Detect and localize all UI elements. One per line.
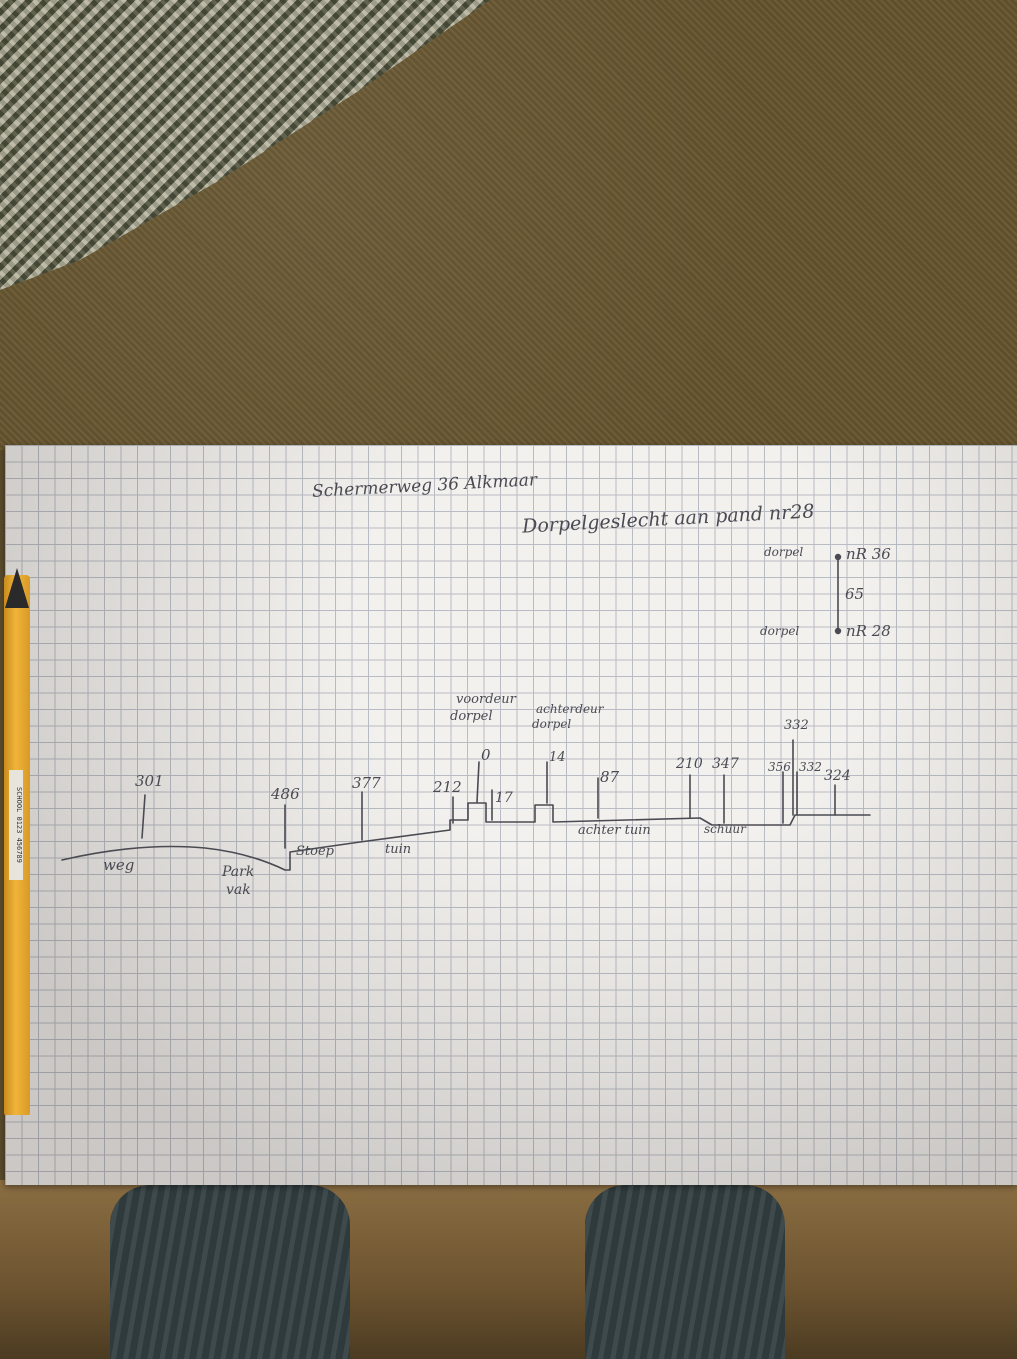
measure-210: 210 <box>676 756 703 772</box>
legend-dot-bottom <box>834 627 842 635</box>
label-weg: weg <box>103 856 135 874</box>
label-achtertuin: achter tuin <box>578 823 651 838</box>
legend-dot-top <box>834 553 842 561</box>
measure-377: 377 <box>352 774 381 792</box>
legend-top-label: dorpel <box>764 545 804 559</box>
measure-347: 347 <box>712 756 739 772</box>
measure-324: 324 <box>824 768 851 784</box>
label-achterdeur-2: dorpel <box>532 717 572 731</box>
legend-bottom-house: nR 28 <box>846 622 891 640</box>
label-parkvak-1: Park <box>222 864 255 880</box>
tick-0 <box>476 761 480 803</box>
legend-gap: 65 <box>845 585 865 603</box>
measure-356: 356 <box>768 760 791 774</box>
measure-486: 486 <box>271 785 300 803</box>
label-schuur: schuur <box>704 822 746 836</box>
label-voordeur-1: voordeur <box>456 692 516 707</box>
label-parkvak-2: vak <box>226 882 251 898</box>
label-voordeur-2: dorpel <box>450 709 493 724</box>
label-achterdeur-1: achterdeur <box>536 702 604 716</box>
legend-bottom-label: dorpel <box>760 624 800 638</box>
ground-profile-line <box>61 802 871 871</box>
measure-212: 212 <box>433 778 462 796</box>
measure-14: 14 <box>549 750 566 765</box>
measure-301: 301 <box>135 772 164 790</box>
right-shoe <box>585 1185 785 1359</box>
legend-top-house: nR 36 <box>846 545 891 563</box>
measure-87: 87 <box>600 768 620 786</box>
measure-332b: 332 <box>799 760 822 774</box>
pencil-tip <box>5 568 29 608</box>
label-stoep: Stoep <box>296 844 334 859</box>
measure-332: 332 <box>784 718 809 733</box>
tick-301 <box>141 794 146 839</box>
measure-17: 17 <box>495 790 513 806</box>
left-shoe <box>110 1185 350 1359</box>
measure-0: 0 <box>481 746 491 764</box>
pencil-label: SCHOOL 0123 456789 <box>9 770 23 880</box>
label-tuin: tuin <box>385 842 412 857</box>
